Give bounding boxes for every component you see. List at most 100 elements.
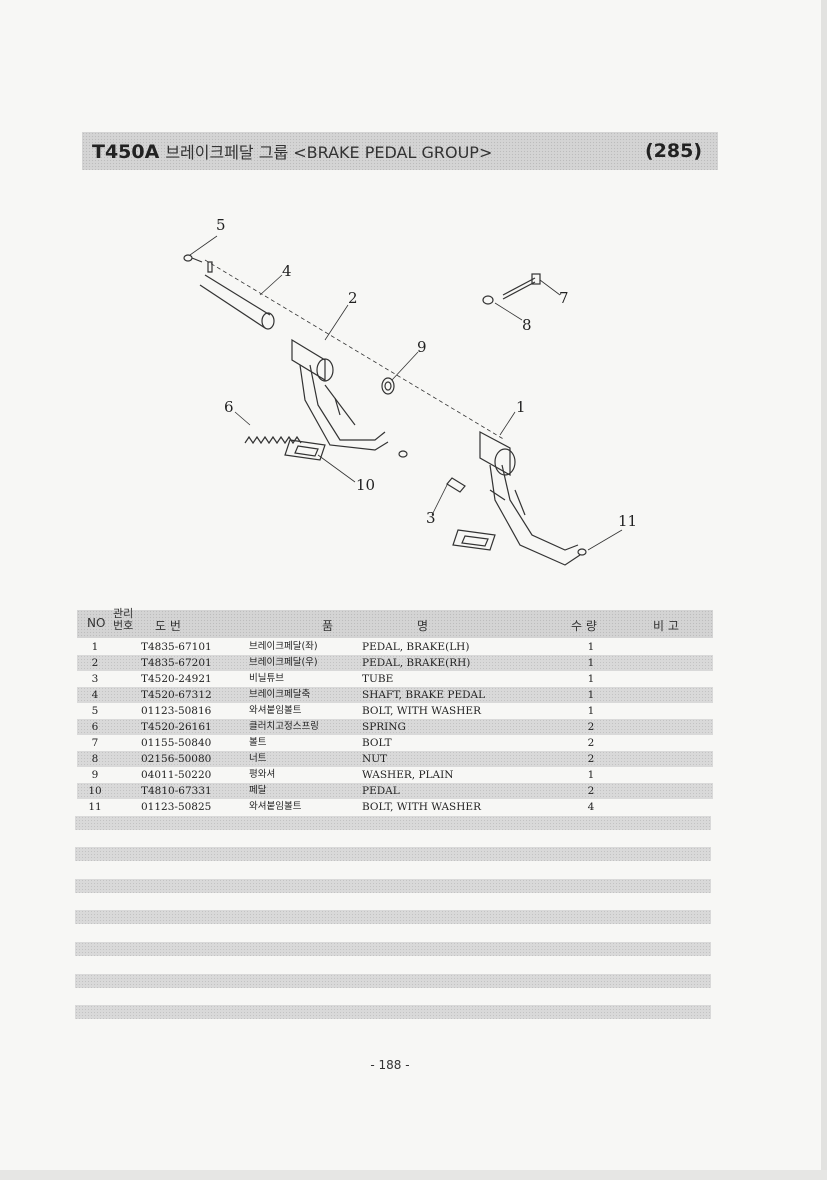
row-qty: 2	[587, 721, 595, 733]
row-name-en: SPRING	[362, 721, 406, 733]
table-row: 4 T4520-67312 브레이크페달축 SHAFT, BRAKE PEDAL…	[77, 687, 713, 703]
table-row: 9 04011-50220 평와셔 WASHER, PLAIN 1	[77, 767, 713, 783]
part-9-washer	[381, 377, 395, 395]
row-part-no: T4835-67101	[141, 641, 212, 653]
table-row: 8 02156-50080 너트 NUT 2	[77, 751, 713, 767]
row-no: 10	[88, 785, 102, 797]
row-name-kr: 브레이크페달(우)	[249, 657, 318, 668]
row-part-no: 01123-50825	[141, 801, 212, 813]
row-name-kr: 와셔붙임볼트	[249, 705, 302, 716]
row-no: 1	[91, 641, 99, 653]
axis-line	[204, 259, 506, 441]
page-number: - 188 -	[370, 1058, 410, 1072]
callout-8: 8	[522, 316, 532, 334]
row-name-kr: 페달	[249, 785, 267, 796]
row-name-en: BOLT	[362, 737, 392, 749]
row-no: 4	[91, 689, 99, 701]
row-name-en: NUT	[362, 753, 388, 765]
table-row: 5 01123-50816 와셔붙임볼트 BOLT, WITH WASHER 1	[77, 703, 713, 719]
callout-6: 6	[224, 398, 234, 416]
row-part-no: T4835-67201	[141, 657, 212, 669]
group-title: 브레이크페달 그룹 <BRAKE PEDAL GROUP>	[165, 143, 493, 162]
row-name-en: BOLT, WITH WASHER	[362, 801, 481, 813]
header-qty: 수 량	[571, 619, 597, 633]
row-name-kr: 브레이크페달(좌)	[249, 641, 318, 652]
row-part-no: 01123-50816	[141, 705, 212, 717]
row-name-en: SHAFT, BRAKE PEDAL	[362, 689, 486, 701]
row-part-no: T4520-67312	[141, 689, 212, 701]
header-remarks: 비 고	[653, 619, 679, 633]
part-4-shaft	[199, 261, 275, 330]
row-no: 6	[91, 721, 99, 733]
page-edge	[821, 0, 827, 1180]
part-10-pad	[284, 439, 326, 461]
row-part-no: 02156-50080	[141, 753, 212, 765]
row-name-en: PEDAL, BRAKE(RH)	[362, 657, 471, 669]
parts-table-header: NO 관리번호 도 번 품 명 수 량 비 고	[77, 607, 713, 638]
row-name-kr: 클러치고정스프링	[249, 721, 319, 732]
empty-table-row	[75, 974, 711, 988]
table-row: 6 T4520-26161 클러치고정스프링 SPRING 2	[77, 719, 713, 735]
callout-11: 11	[618, 512, 637, 530]
row-qty: 2	[587, 737, 595, 749]
part-8-nut	[482, 295, 494, 305]
row-name-en: TUBE	[362, 673, 394, 685]
row-no: 8	[91, 753, 99, 765]
part-10-pad	[452, 529, 496, 551]
row-qty: 4	[587, 801, 595, 813]
row-name-kr: 비닐튜브	[249, 673, 284, 684]
empty-table-row	[75, 816, 711, 830]
row-part-no: T4520-26161	[141, 721, 212, 733]
empty-table-row	[75, 879, 711, 893]
header-mgmt-no: 관리번호	[113, 607, 134, 632]
header-drawing-no: 도 번	[155, 619, 181, 633]
row-qty: 1	[587, 673, 595, 685]
callout-1: 1	[516, 398, 526, 416]
row-name-en: BOLT, WITH WASHER	[362, 705, 481, 717]
header-no: NO	[87, 616, 106, 630]
header-name-right: 명	[417, 619, 429, 633]
model-code: T450A	[92, 141, 160, 163]
callout-10: 10	[356, 476, 375, 494]
part-6-spring	[244, 435, 302, 445]
row-qty: 1	[587, 705, 595, 717]
exploded-parts-diagram: 5 4 2 7 8 9 1 6 10 3 11	[183, 216, 637, 566]
callout-4: 4	[282, 262, 292, 280]
section-title: T450A 브레이크페달 그룹 <BRAKE PEDAL GROUP>	[92, 139, 492, 163]
callout-2: 2	[348, 289, 358, 307]
row-no: 3	[91, 673, 99, 685]
callout-3: 3	[426, 509, 436, 527]
row-part-no: 01155-50840	[141, 737, 212, 749]
part-7-bolt	[502, 273, 541, 300]
nut-small	[398, 450, 408, 458]
header-name-left: 품	[322, 619, 334, 633]
parts-table-body: 1 T4835-67101 브레이크페달(좌) PEDAL, BRAKE(LH)…	[77, 639, 713, 815]
row-name-en: WASHER, PLAIN	[362, 769, 454, 781]
table-row: 3 T4520-24921 비닐튜브 TUBE 1	[77, 671, 713, 687]
row-name-kr: 볼트	[249, 737, 267, 748]
table-row: 7 01155-50840 볼트 BOLT 2	[77, 735, 713, 751]
row-no: 2	[91, 657, 99, 669]
row-name-kr: 평와셔	[249, 769, 276, 780]
row-qty: 1	[587, 689, 595, 701]
row-name-kr: 와셔붙임볼트	[249, 801, 302, 812]
empty-table-row	[75, 1005, 711, 1019]
row-qty: 2	[587, 785, 595, 797]
row-qty: 1	[587, 769, 595, 781]
table-row: 2 T4835-67201 브레이크페달(우) PEDAL, BRAKE(RH)…	[77, 655, 713, 671]
table-row: 10 T4810-67331 페달 PEDAL 2	[77, 783, 713, 799]
part-5-bolt	[183, 254, 203, 263]
row-name-en: PEDAL	[362, 785, 400, 797]
row-name-kr: 너트	[249, 753, 267, 764]
row-no: 9	[91, 769, 99, 781]
empty-table-row	[75, 847, 711, 861]
part-2-pedal	[291, 338, 389, 451]
row-no: 11	[88, 801, 102, 813]
page-reference: (285)	[644, 140, 702, 162]
table-row: 11 01123-50825 와셔붙임볼트 BOLT, WITH WASHER …	[77, 799, 713, 815]
empty-table-row	[75, 910, 711, 924]
row-qty: 1	[587, 657, 595, 669]
row-part-no: T4520-24921	[141, 673, 212, 685]
part-1-pedal	[479, 431, 581, 566]
row-qty: 2	[587, 753, 595, 765]
